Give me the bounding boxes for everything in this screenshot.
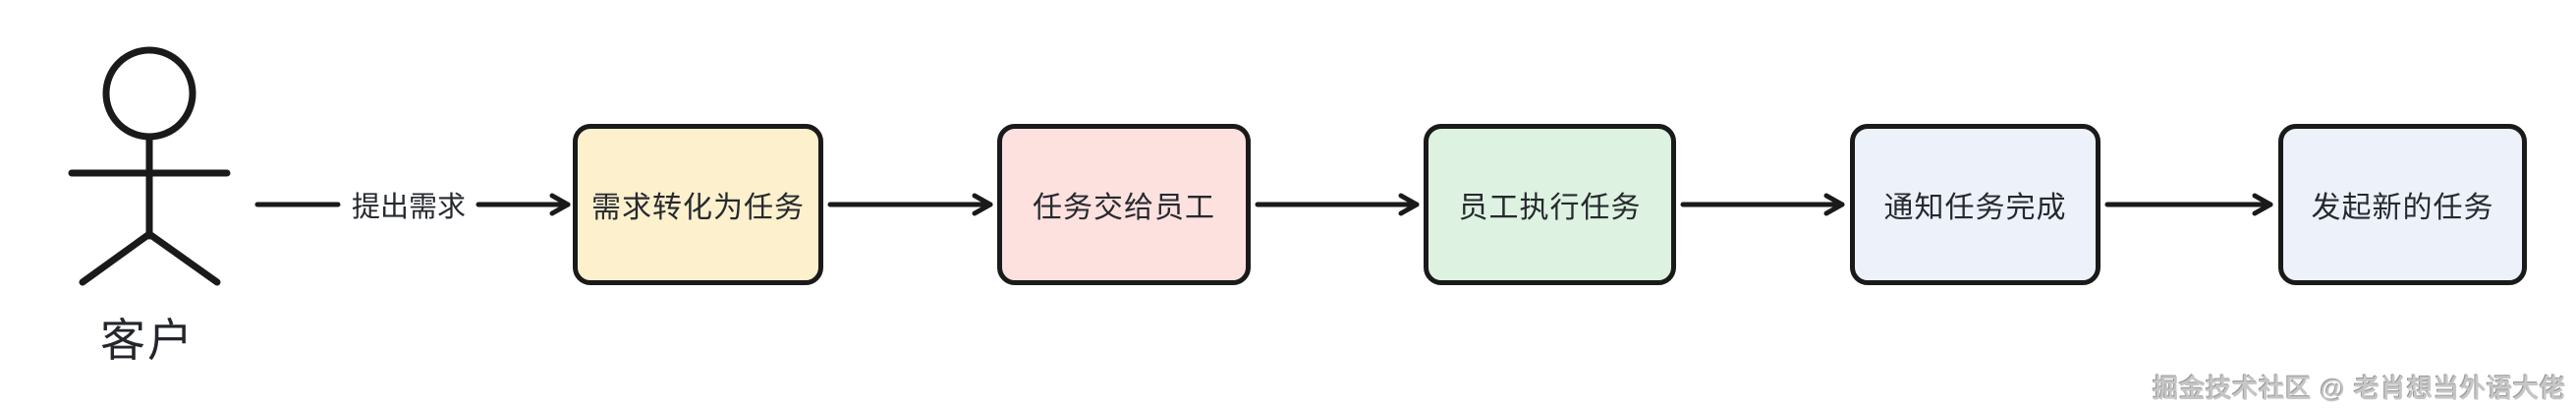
flow-node-notify-completion: 通知任务完成	[1850, 124, 2100, 285]
actor-leg-right	[145, 230, 221, 286]
flow-node-employee-executes: 员工执行任务	[1424, 124, 1676, 285]
flow-node-requirement-to-task: 需求转化为任务	[573, 124, 823, 285]
flow-node-new-task: 发起新的任务	[2278, 124, 2527, 285]
edge-request-label: 提出需求	[351, 192, 466, 223]
actor-leg-left	[79, 230, 153, 286]
flow-node-assign-to-employee: 任务交给员工	[997, 124, 1251, 285]
actor-label: 客户	[100, 315, 195, 366]
customer-actor-figure	[68, 46, 231, 286]
actor-head	[102, 46, 196, 141]
watermark: 掘金技术社区 @ 老肖想当外语大佬	[2153, 374, 2566, 403]
